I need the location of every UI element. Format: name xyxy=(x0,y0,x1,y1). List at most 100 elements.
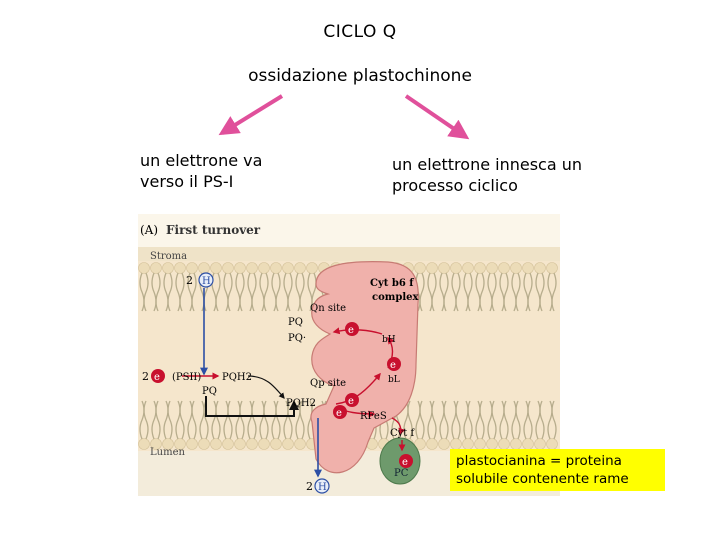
page-title: CICLO Q xyxy=(323,22,397,42)
lipid-tail xyxy=(311,272,317,312)
electron-symbol-rfes: e xyxy=(336,408,342,419)
lipid-tail xyxy=(263,400,269,440)
electron-symbol-bl: e xyxy=(390,360,396,371)
lipid-tail xyxy=(451,400,457,440)
lipid-tail xyxy=(155,400,161,440)
lipid-tail xyxy=(203,400,209,440)
lipid-head xyxy=(222,262,234,274)
lipid-tail xyxy=(283,272,289,312)
lipid-tail xyxy=(475,272,481,312)
lipid-tail xyxy=(463,400,469,440)
lipid-tail xyxy=(523,400,529,440)
lipid-tail xyxy=(487,400,493,440)
lipid-head xyxy=(174,262,186,274)
electron-symbol-psii: e xyxy=(154,372,160,383)
pq-return-arrow xyxy=(205,396,299,417)
lipid-tail xyxy=(287,400,293,440)
lipid-tail xyxy=(263,272,269,312)
electron-circle-qp xyxy=(345,393,359,407)
lipid-head xyxy=(198,262,210,274)
lipid-tail xyxy=(187,272,193,312)
lipid-tail xyxy=(307,272,313,312)
lipid-tail xyxy=(499,400,505,440)
lipid-tail xyxy=(443,272,449,312)
rfes-label: RFeS xyxy=(360,411,387,422)
lipid-head xyxy=(498,438,510,450)
lipid-tail xyxy=(295,272,301,312)
lipid-head xyxy=(486,438,498,450)
proton-circle-top xyxy=(198,272,214,288)
lipid-tail xyxy=(239,400,245,440)
right-pink-arrow xyxy=(404,94,470,140)
lipid-tail xyxy=(275,272,281,312)
lipid-head xyxy=(426,262,438,274)
lipid-tail xyxy=(179,272,185,312)
pqh2-top-label: PQH2 xyxy=(222,372,252,383)
panel-label: (A) xyxy=(140,223,158,237)
lipid-head xyxy=(546,438,558,450)
lipid-tail xyxy=(523,272,529,312)
lipid-tail xyxy=(175,272,181,312)
stroma-band xyxy=(138,247,560,261)
lipid-tail xyxy=(515,272,521,312)
lipid-tail xyxy=(299,272,305,312)
lipid-head xyxy=(438,262,450,274)
lipid-head xyxy=(474,262,486,274)
lipid-head xyxy=(498,262,510,274)
lipid-tail xyxy=(247,400,253,440)
lipid-tail xyxy=(535,400,541,440)
lipid-head xyxy=(534,438,546,450)
lipid-head xyxy=(510,438,522,450)
lumen-label: Lumen xyxy=(150,447,185,458)
lipid-tail xyxy=(431,272,437,312)
lipid-head xyxy=(450,438,462,450)
lipid-head xyxy=(198,438,210,450)
bl-label: bL xyxy=(388,375,400,385)
lipid-tail xyxy=(143,272,149,312)
cyt-b6f-complex xyxy=(310,261,419,474)
lipid-tail xyxy=(295,400,301,440)
note-left: un elettrone va verso il PS-I xyxy=(140,151,263,191)
lipid-head xyxy=(150,262,162,274)
lipid-tail xyxy=(551,400,557,440)
proton-symbol-bottom: H xyxy=(318,482,327,493)
lipid-tail xyxy=(467,400,473,440)
electron-circle-psii xyxy=(151,369,165,383)
lipid-tail xyxy=(223,400,229,440)
electron-symbol-qn: e xyxy=(348,325,354,336)
lipid-tail xyxy=(419,400,425,440)
lipid-tail xyxy=(271,272,277,312)
lipid-tail xyxy=(167,272,173,312)
lipid-tail xyxy=(511,272,517,312)
lipid-tail xyxy=(443,400,449,440)
lipid-tail xyxy=(547,400,553,440)
lipid-head xyxy=(450,262,462,274)
lipid-tail xyxy=(463,272,469,312)
lipid-tail xyxy=(275,400,281,440)
lipid-tail xyxy=(455,272,461,312)
lipid-tail xyxy=(235,272,241,312)
proton-circle-bottom xyxy=(314,478,330,494)
electron-circle-bl xyxy=(387,357,401,371)
lipid-tail xyxy=(467,272,473,312)
lipid-head xyxy=(522,438,534,450)
lipid-head xyxy=(234,262,246,274)
lipid-tail xyxy=(427,400,433,440)
qp-site-label: Qp site xyxy=(310,378,346,389)
lipid-head xyxy=(138,438,150,450)
cytf-label: Cyt f xyxy=(390,428,415,439)
lipid-head xyxy=(306,262,318,274)
lipid-head xyxy=(234,438,246,450)
lipid-tail xyxy=(251,272,257,312)
lipid-tail xyxy=(515,400,521,440)
qn-site-label: Qn site xyxy=(310,303,346,314)
electron-symbol-qp: e xyxy=(348,396,354,407)
panel-title: First turnover xyxy=(166,223,261,237)
lipid-tail xyxy=(491,272,497,312)
electron-circle-pc xyxy=(399,454,413,468)
pq-left-label: PQ xyxy=(202,386,217,397)
lipid-tail xyxy=(299,400,305,440)
lipid-head xyxy=(270,438,282,450)
lipid-tail xyxy=(539,400,545,440)
lipid-tail xyxy=(503,400,509,440)
